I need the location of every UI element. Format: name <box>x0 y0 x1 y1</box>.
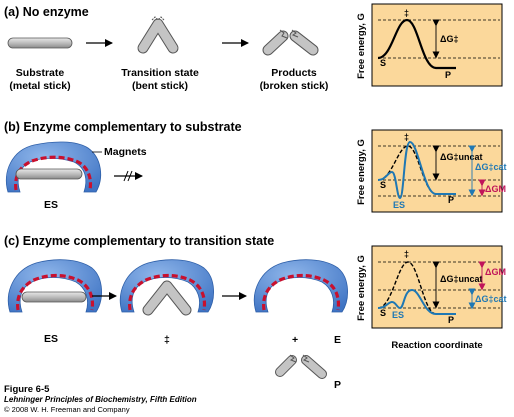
plot-b-s-label: S <box>380 180 386 190</box>
plot-b-dgm: ΔGM <box>485 184 506 194</box>
p-label: P <box>334 379 341 391</box>
plot-a-s-label: S <box>380 58 386 68</box>
panel-c-header: (c) Enzyme complementary to transition s… <box>4 234 274 248</box>
copyright-notice: © 2008 W. H. Freeman and Company <box>4 405 130 414</box>
es-label-b: ES <box>44 199 58 211</box>
energy-plot-b: Free energy, G S P ES ‡ ΔG‡uncat ΔG‡cat … <box>356 129 506 213</box>
substrate-stick <box>7 37 73 49</box>
plot-b-cat-curve <box>377 140 456 200</box>
plot-b-es-label: ES <box>393 200 405 210</box>
enzyme-c-ts <box>119 259 214 316</box>
products-sublabel: (broken stick) <box>260 80 329 92</box>
plot-b-dg-uncat: ΔG‡uncat <box>440 152 482 162</box>
energy-plot-c: Free energy, G S P ES ‡ ΔG‡uncat ΔGM ΔG‡… <box>356 245 506 351</box>
plot-b-p-label: P <box>448 195 454 205</box>
magnets-label: Magnets <box>104 146 147 158</box>
transition-sublabel: (bent stick) <box>132 80 188 92</box>
products-label: Products <box>271 67 317 79</box>
plot-c-dgm: ΔGM <box>485 267 506 277</box>
plot-a-p-label: P <box>445 70 451 80</box>
enzyme-b <box>5 141 102 193</box>
plot-a-ylabel: Free energy, G <box>356 13 367 79</box>
plot-c-dg-cat: ΔG‡cat <box>475 294 506 304</box>
plot-c-dg-uncat: ΔG‡uncat <box>440 274 482 284</box>
enzyme-c-free <box>253 259 348 313</box>
es-label-c: ES <box>44 333 58 345</box>
plot-c-ylabel: Free energy, G <box>356 255 367 321</box>
blocked-arrow <box>114 170 143 182</box>
plot-a-dg-label: ΔG‡ <box>440 34 458 44</box>
plot-c-s-label: S <box>380 308 386 318</box>
transition-state-stick <box>137 16 179 54</box>
plot-xlabel: Reaction coordinate <box>391 340 482 351</box>
plot-c-es-label: ES <box>392 310 404 320</box>
figure-number: Figure 6-5 <box>4 384 50 395</box>
substrate-stick-b <box>15 168 83 180</box>
plot-b-ts-mark: ‡ <box>404 132 409 142</box>
transition-label: Transition state <box>121 67 199 79</box>
plot-a-ts-mark: ‡ <box>404 8 409 18</box>
substrate-sublabel: (metal stick) <box>9 80 70 92</box>
panel-b-header: (b) Enzyme complementary to substrate <box>4 120 242 134</box>
ts-label-c: ‡ <box>164 334 170 346</box>
panel-a-header: (a) No enzyme <box>4 5 89 19</box>
energy-plot-a: Free energy, G S P ‡ ΔG‡ <box>356 3 503 87</box>
plus-sign: + <box>292 334 298 346</box>
plot-a-curve <box>377 18 456 70</box>
substrate-stick-c <box>21 291 87 303</box>
plot-c-cat-curve <box>377 288 456 315</box>
products-broken-stick-c <box>275 354 327 379</box>
substrate-label: Substrate <box>16 67 65 79</box>
products-broken-stick <box>262 29 319 56</box>
book-title: Lehninger Principles of Biochemistry, Fi… <box>4 395 197 404</box>
plot-b-dg-cat: ΔG‡cat <box>475 162 506 172</box>
e-label: E <box>334 334 341 346</box>
enzyme-c-es <box>7 259 102 313</box>
plot-c-p-label: P <box>448 315 454 325</box>
plot-b-ylabel: Free energy, G <box>356 139 367 205</box>
plot-c-uncat-curve <box>377 261 456 315</box>
plot-c-ts-mark: ‡ <box>404 249 409 259</box>
